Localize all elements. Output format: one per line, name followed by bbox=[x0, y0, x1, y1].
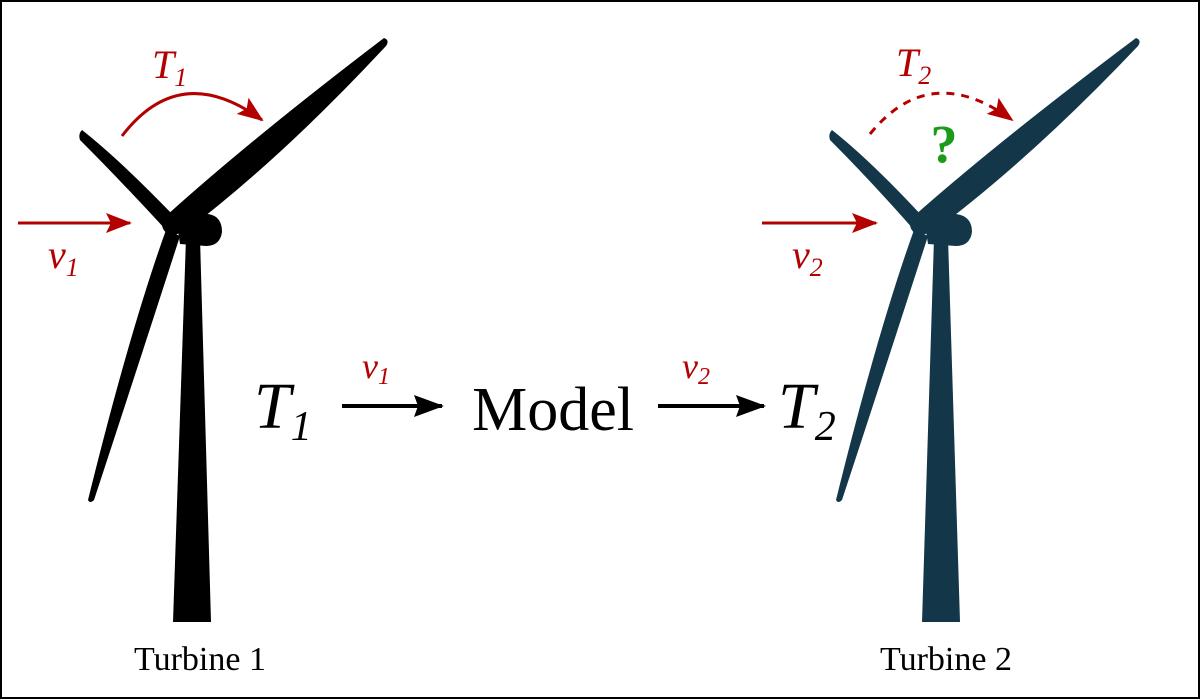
turbine-1-blade-up bbox=[166, 38, 388, 234]
turbine-1-blade-down bbox=[88, 230, 180, 502]
turbine-2-blade-down bbox=[836, 230, 928, 502]
turbine-2 bbox=[829, 38, 1140, 622]
turbine-2-blade-up bbox=[914, 38, 1140, 234]
model-label: Model bbox=[472, 376, 634, 444]
flow-output-label: T2 bbox=[778, 370, 836, 450]
turbine-1-torque-label: T1 bbox=[152, 42, 187, 92]
turbine-2-unknown-marker: ? bbox=[931, 114, 958, 174]
flow-input-label: T1 bbox=[254, 370, 312, 450]
flow-arrow-1-label: v1 bbox=[362, 346, 390, 390]
turbine-2-blade-left bbox=[829, 130, 922, 230]
turbine-2-tower bbox=[922, 238, 960, 622]
turbine-2-torque-label: T2 bbox=[896, 40, 931, 90]
turbine-1-blade-left bbox=[79, 130, 174, 230]
turbine-1-torque-arrow bbox=[120, 92, 264, 137]
turbine-1-wind-label: v1 bbox=[48, 232, 79, 282]
turbine-1 bbox=[79, 38, 388, 622]
turbine-1-caption: Turbine 1 bbox=[134, 641, 266, 678]
turbine-2-wind-label: v2 bbox=[792, 232, 823, 282]
turbine-2-caption: Turbine 2 bbox=[880, 641, 1012, 678]
turbine-2-torque-arrow bbox=[868, 91, 1014, 135]
turbine-1-tower bbox=[173, 238, 211, 622]
flow-arrow-2-label: v2 bbox=[682, 346, 710, 390]
